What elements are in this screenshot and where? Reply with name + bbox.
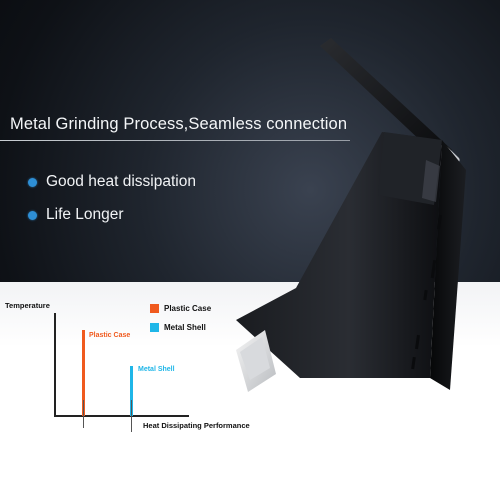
y-axis [54,313,56,416]
headline-divider [0,140,350,141]
bullet-text: Life Longer [46,206,124,223]
bullet-dot-icon [28,177,37,187]
guide-line [131,400,132,432]
bullet-life: Life Longer [28,206,124,224]
metal-shell-line [130,366,133,416]
plastic-case-label: Plastic Case [89,332,131,339]
metal-shell-label: Metal Shell [138,366,175,373]
legend-swatch [150,323,159,332]
legend-swatch [150,304,159,313]
legend-metal: Metal Shell [150,323,206,332]
bullet-text: Good heat dissipation [46,173,196,190]
headline: Metal Grinding Process,Seamless connecti… [10,115,348,133]
y-axis-label: Temperature [5,301,50,310]
x-axis-label: Heat Dissipating Performance [143,421,250,430]
plastic-case-line [82,330,85,416]
bullet-dot-icon [28,210,37,220]
x-axis [54,415,189,417]
guide-line [83,400,84,428]
legend-label: Plastic Case [164,304,212,313]
vents [411,214,442,370]
legend-label: Metal Shell [164,323,206,332]
bullet-heat: Good heat dissipation [28,173,196,191]
device-side [430,140,466,390]
legend-plastic: Plastic Case [150,304,211,313]
